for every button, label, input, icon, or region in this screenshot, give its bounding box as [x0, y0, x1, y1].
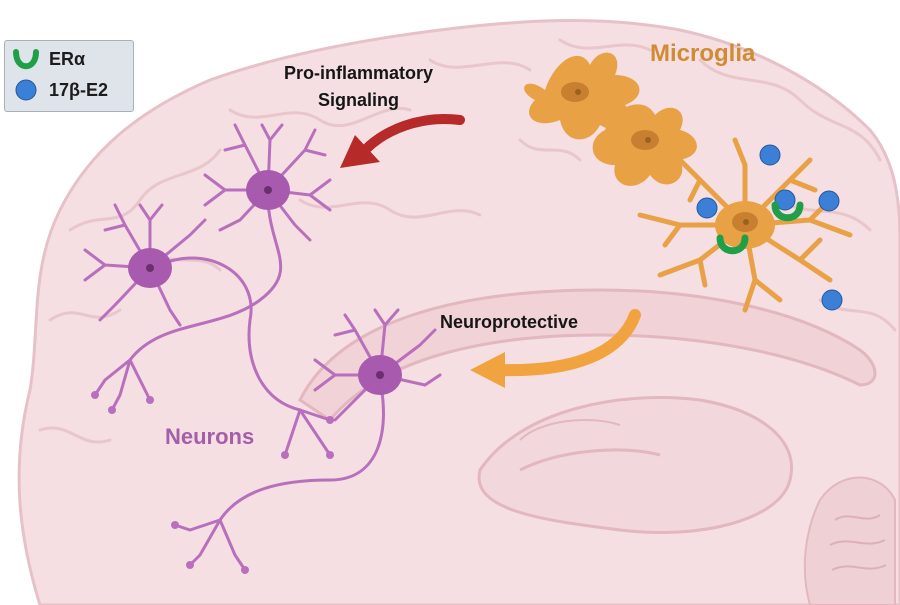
era-receptors	[716, 201, 804, 255]
legend-label-era: ERα	[49, 48, 86, 69]
microglia-label: Microglia	[650, 40, 756, 67]
axon-terminals	[93, 358, 332, 572]
pro-inflammatory-line-2: Signaling	[318, 90, 400, 110]
era-receptor-icon	[13, 49, 39, 70]
pro-inflammatory-line-1: Pro-inflammatory	[284, 63, 434, 83]
legend-item-estradiol: 17β-E2	[11, 77, 108, 103]
legend-label-estradiol: 17β-E2	[49, 79, 109, 100]
neuron-somas	[128, 170, 402, 395]
estradiol-icon	[15, 79, 37, 101]
terminal-knobs	[91, 391, 334, 574]
neuroprotective-label: Neuroprotective	[440, 312, 579, 332]
neuroprotective-arrow	[470, 309, 641, 388]
neuron-3-dendrites	[313, 308, 442, 422]
legend-item-era: ERα	[11, 46, 85, 72]
pro-inflammatory-arrow	[340, 114, 465, 168]
axon-2	[148, 256, 302, 412]
pro-inflammatory-label: Pro-inflammatory Signaling	[284, 60, 433, 114]
axon-1	[128, 198, 283, 362]
estradiol-molecules	[696, 144, 843, 311]
legend: ERα 17β-E2	[4, 40, 134, 112]
axon-3	[218, 378, 385, 522]
neurons-label: Neurons	[165, 424, 255, 449]
microglia-group	[524, 52, 853, 313]
